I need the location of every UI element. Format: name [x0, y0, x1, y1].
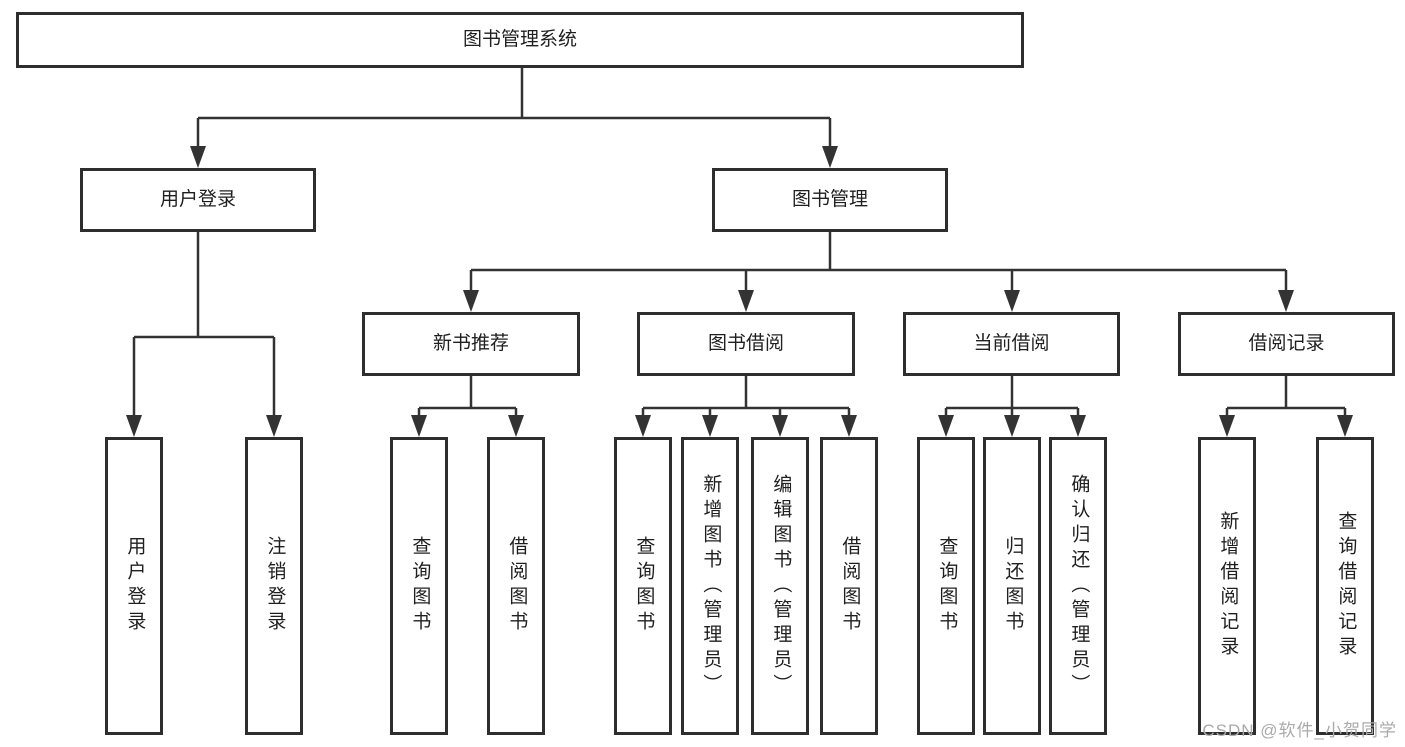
leaf-return-book: 归还图书 — [983, 437, 1041, 735]
leaf-query-books-2: 查询图书 — [614, 437, 672, 735]
leaf-query-books-1: 查询图书 — [390, 437, 448, 735]
csdn-watermark: CSDN @软件_小贺同学 — [1202, 721, 1397, 740]
leaf-user-login: 用户登录 — [105, 437, 163, 735]
node-book-management: 图书管理 — [712, 168, 948, 232]
node-library-management-system: 图书管理系统 — [16, 12, 1024, 68]
leaf-borrow-books-1: 借阅图书 — [487, 437, 545, 735]
leaf-edit-book-admin: 编辑图书（管理员） — [751, 437, 809, 735]
node-current-borrowing: 当前借阅 — [903, 312, 1120, 376]
node-new-book-recommendation: 新书推荐 — [362, 312, 580, 376]
node-user-login: 用户登录 — [80, 168, 316, 232]
leaf-add-book-admin: 新增图书（管理员） — [681, 437, 739, 735]
leaf-confirm-return-admin: 确认归还（管理员） — [1049, 437, 1107, 735]
leaf-borrow-books-2: 借阅图书 — [820, 437, 878, 735]
node-borrowing-records: 借阅记录 — [1178, 312, 1395, 376]
leaf-add-borrow-record: 新增借阅记录 — [1198, 437, 1256, 735]
leaf-query-books-3: 查询图书 — [917, 437, 975, 735]
leaf-logout: 注销登录 — [245, 437, 303, 735]
leaf-query-borrow-record: 查询借阅记录 — [1316, 437, 1374, 735]
node-book-borrowing: 图书借阅 — [637, 312, 855, 376]
